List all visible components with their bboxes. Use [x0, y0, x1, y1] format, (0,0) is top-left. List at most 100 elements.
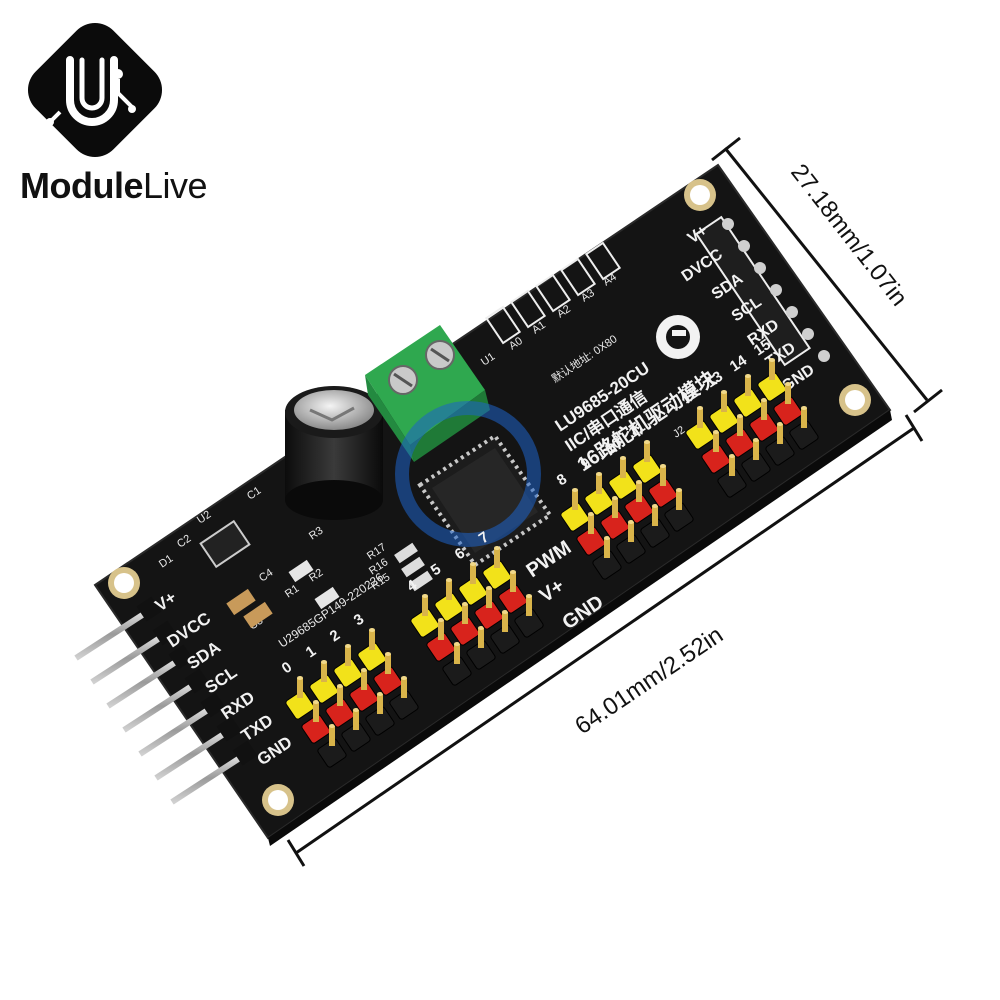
servo-header-pin-housing	[458, 576, 488, 606]
servo-header-pin-tip	[377, 692, 383, 696]
servo-header-pin-housing	[341, 722, 371, 752]
servo-header-pin-housing	[365, 706, 395, 736]
servo-header-pin	[502, 612, 508, 632]
servo-channel-number: 15	[751, 336, 774, 359]
servo-header-pin-tip	[636, 480, 642, 484]
servo-header-pin-housing	[709, 404, 739, 434]
servo-header-pin-housing	[600, 510, 630, 540]
servo-header-pin-tip	[753, 438, 759, 442]
servo-header-pin-housing	[765, 436, 795, 466]
servo-header-pin-housing	[560, 502, 590, 532]
servo-header-pin	[337, 686, 343, 706]
servo-channel-number: 12	[679, 384, 702, 407]
header-pin	[154, 716, 242, 781]
servo-header-pin-tip	[713, 430, 719, 434]
servo-header-pin-tip	[620, 456, 626, 460]
servo-header-pin-housing	[789, 420, 819, 450]
servo-header-pin	[446, 580, 452, 600]
servo-header-pin-housing	[757, 372, 787, 402]
servo-header-pin-tip	[446, 578, 452, 582]
servo-header-pin	[737, 416, 743, 436]
servo-header-pin-housing	[632, 454, 662, 484]
servo-header-pin-housing	[325, 698, 355, 728]
servo-header-pin-tip	[801, 406, 807, 410]
servo-header-pin	[636, 482, 642, 502]
servo-header-pin	[313, 702, 319, 722]
servo-header-pin	[753, 440, 759, 460]
servo-header-pin-housing	[584, 486, 614, 516]
servo-header-pin-tip	[401, 676, 407, 680]
servo-header-pin-tip	[652, 504, 658, 508]
servo-header-pin	[353, 710, 359, 730]
servo-header-pin	[801, 408, 807, 428]
servo-header-pin-tip	[596, 472, 602, 476]
servo-header-pin	[369, 630, 375, 650]
servo-header-pin-tip	[676, 488, 682, 492]
servo-header-pin	[438, 620, 444, 640]
servo-header-pin	[478, 628, 484, 648]
servo-header-pin	[761, 400, 767, 420]
servo-header-pin-tip	[385, 652, 391, 656]
servo-header-pin	[510, 572, 516, 592]
header-pin	[170, 740, 258, 805]
dimension-width-line	[711, 136, 943, 414]
servo-header-pin	[713, 432, 719, 452]
servo-header-pin-housing	[309, 674, 339, 704]
servo-header-pin	[697, 408, 703, 428]
servo-header-pin-housing	[616, 534, 646, 564]
servo-header-pin-housing	[624, 494, 654, 524]
servo-header-pin-housing	[725, 428, 755, 458]
servo-header-pin-housing	[490, 624, 520, 654]
servo-header-pin-housing	[373, 666, 403, 696]
servo-header-pin	[660, 466, 666, 486]
servo-header-pin-tip	[588, 512, 594, 516]
servo-header-pin-tip	[526, 594, 532, 598]
servo-header-pin-tip	[454, 642, 460, 646]
servo-header-pin-tip	[345, 644, 351, 648]
servo-header-pin-housing	[701, 444, 731, 474]
servo-header-pin-tip	[502, 610, 508, 614]
servo-header-pin-tip	[369, 628, 375, 632]
servo-header-pin-housing	[482, 560, 512, 590]
board-watermark-icon	[395, 401, 541, 547]
servo-header-pin-housing	[498, 584, 528, 614]
servo-header-pin-housing	[434, 592, 464, 622]
servo-header-pin-housing	[426, 632, 456, 662]
servo-channel-number: 13	[703, 368, 726, 391]
servo-header-pin-housing	[685, 420, 715, 450]
servo-header-pin-housing	[608, 470, 638, 500]
servo-header-pin-housing	[592, 550, 622, 580]
servo-header-pin	[604, 538, 610, 558]
servo-header-pin-tip	[644, 440, 650, 444]
servo-header-pin	[745, 376, 751, 396]
servo-header-pin	[785, 384, 791, 404]
servo-header-pin	[422, 596, 428, 616]
servo-header-pin-tip	[721, 390, 727, 394]
brand-name-bold: Module	[20, 165, 143, 206]
servo-header-pin-tip	[729, 454, 735, 458]
servo-header-pin-tip	[494, 546, 500, 550]
servo-header-pin-housing	[466, 640, 496, 670]
servo-header-pin	[385, 654, 391, 674]
servo-header-pin-housing	[514, 608, 544, 638]
servo-header-pin-tip	[422, 594, 428, 598]
servo-header-pin-tip	[604, 536, 610, 540]
designator: J2	[671, 424, 687, 440]
header-pin	[90, 620, 178, 685]
servo-header-pin-tip	[612, 496, 618, 500]
servo-header-pin-tip	[660, 464, 666, 468]
servo-header-pin	[676, 490, 682, 510]
servo-channel-number: 10	[602, 434, 625, 457]
servo-header-pin	[572, 490, 578, 510]
mounting-hole	[684, 179, 716, 211]
servo-header-pin-tip	[761, 398, 767, 402]
servo-header-pin	[345, 646, 351, 666]
servo-header-pin-housing	[317, 738, 347, 768]
servo-header-pin-housing	[450, 616, 480, 646]
servo-header-pin	[329, 726, 335, 746]
servo-header-pin-tip	[737, 414, 743, 418]
servo-header-pin	[620, 458, 626, 478]
mounting-hole	[839, 384, 871, 416]
servo-header-pin	[486, 588, 492, 608]
servo-header-pin-tip	[470, 562, 476, 566]
